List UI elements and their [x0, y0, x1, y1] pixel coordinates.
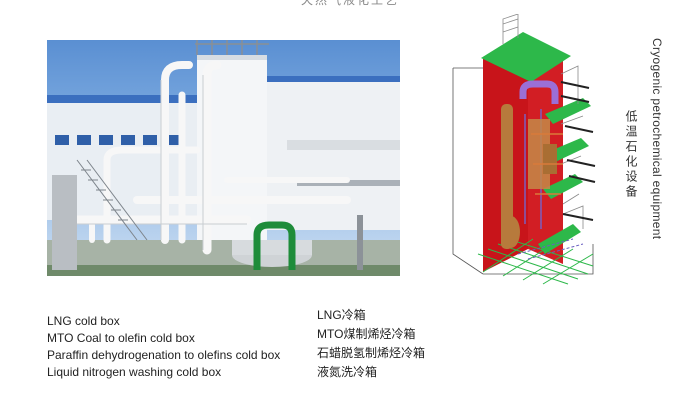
list-item: Liquid nitrogen washing cold box — [47, 365, 222, 379]
list-item: LNG cold box — [47, 314, 120, 328]
product-list-chinese: LNG冷箱 MTO煤制烯烃冷箱 石蜡脱氢制烯烃冷箱 液氮洗冷箱 — [317, 306, 425, 382]
list-item: MTO Coal to olefin cold box — [47, 331, 195, 345]
plant-photo — [47, 40, 400, 276]
side-label-english: Cryogenic petrochemical equipment — [650, 38, 664, 240]
list-item: 石蜡脱氢制烯烃冷箱 — [317, 346, 426, 360]
side-label-chinese: 低温石化设备 — [624, 110, 638, 200]
list-item: LNG冷箱 — [317, 308, 366, 322]
cold-box-3d-diagram — [443, 13, 613, 294]
list-item: 液氮洗冷箱 — [317, 365, 378, 379]
page-top-title: 天然气液化工艺 — [300, 0, 399, 7]
list-item: Paraffin dehydrogenation to olefins cold… — [47, 348, 281, 362]
list-item: MTO煤制烯烃冷箱 — [317, 327, 416, 341]
product-list-english: LNG cold box MTO Coal to olefin cold box… — [47, 313, 280, 381]
